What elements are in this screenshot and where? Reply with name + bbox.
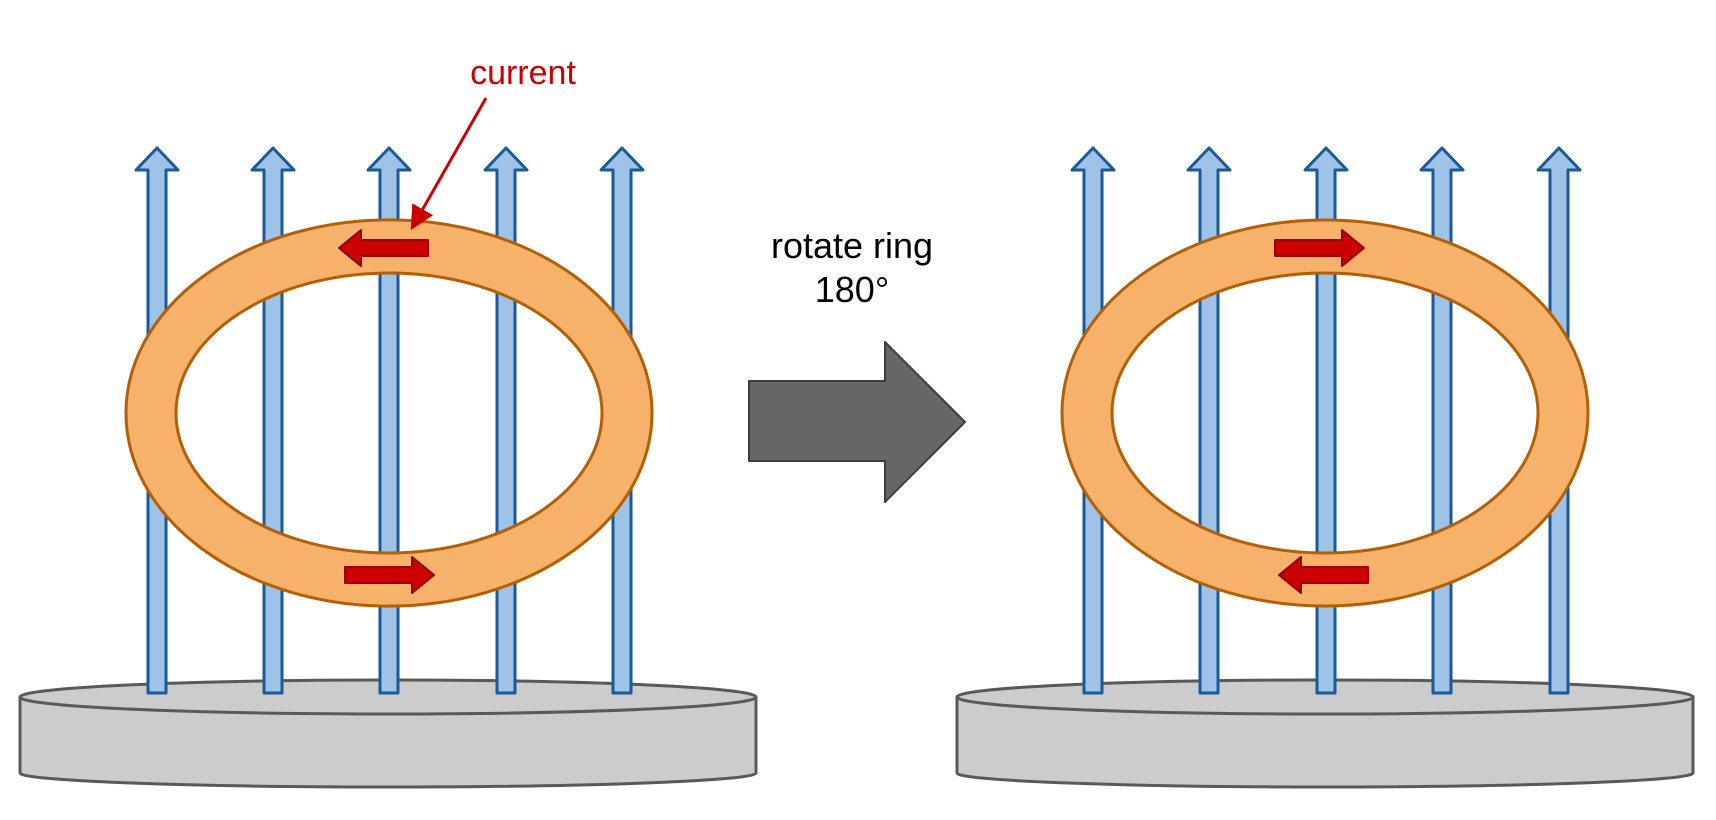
transition: rotate ring 180° [748,225,966,503]
current-pointer-line [410,97,488,231]
panel-after [955,146,1695,789]
field-arrow [250,146,296,695]
field-arrow [1186,146,1232,695]
rotate-label-line2: 180° [815,269,889,310]
current-arrow-top-left [338,229,429,267]
current-label: current [470,54,576,92]
field-arrow [1419,146,1465,695]
current-arrow-bottom-left [1278,556,1369,594]
ring [124,218,654,608]
transition-arrow [748,341,966,503]
panel-before: current [18,54,758,789]
current-arrow-bottom-right [344,556,435,594]
rotate-label-line1: rotate ring [771,225,933,266]
ring [1060,218,1590,608]
current-arrow-top-right [1274,229,1365,267]
base-disk [955,678,1695,789]
base-disk [18,678,758,789]
field-arrow [483,146,529,695]
